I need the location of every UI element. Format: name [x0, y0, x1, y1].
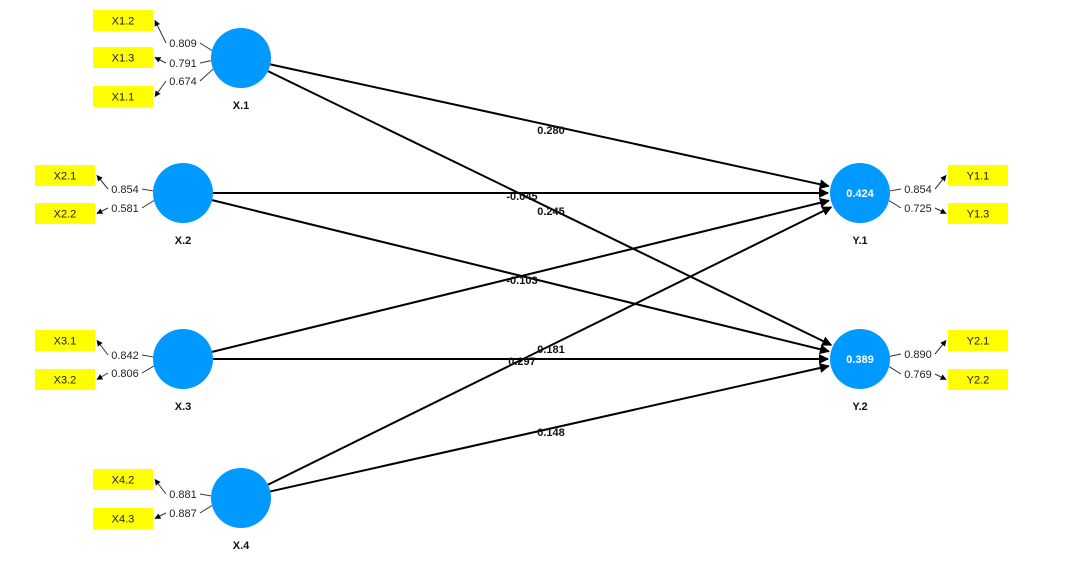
indicator-box	[93, 508, 153, 529]
loading-arrow	[96, 340, 109, 356]
outer-loading: 0.581	[111, 203, 139, 215]
indicator-box	[35, 369, 95, 390]
indicator-label: X2.1	[54, 170, 77, 182]
indicator-box	[948, 165, 1008, 186]
outer-loading: 0.769	[904, 369, 932, 381]
loading-line	[141, 365, 155, 374]
indicator-box	[93, 86, 153, 107]
construct-label: Y.1	[852, 235, 867, 247]
loading-line	[199, 42, 213, 51]
construct-label: X.3	[175, 401, 192, 413]
loading-line	[199, 505, 213, 514]
construct-label: X.1	[233, 100, 250, 112]
r-squared-value: 0.389	[846, 354, 874, 366]
outer-loading: 0.890	[904, 349, 932, 361]
loading-arrow	[934, 340, 947, 355]
indicator-box	[948, 330, 1008, 351]
indicator-label: X1.1	[112, 91, 135, 103]
construct-x1[interactable]	[211, 28, 271, 88]
outer-loading: 0.674	[169, 76, 197, 88]
outer-loading: 0.881	[169, 489, 197, 501]
construct-y2[interactable]	[830, 329, 890, 389]
path-coefficient-x2-y2: -0.103	[506, 275, 537, 287]
loading-arrow	[154, 57, 167, 64]
outer-loading: 0.854	[904, 184, 932, 196]
loading-arrow	[934, 373, 947, 380]
loading-line	[888, 200, 902, 209]
loading-arrow	[154, 512, 167, 519]
indicator-label: X1.2	[112, 15, 135, 27]
indicator-label: X4.3	[112, 513, 135, 525]
path-x4-y2	[270, 363, 830, 493]
loading-arrow	[154, 80, 167, 97]
indicator-box	[35, 203, 95, 224]
construct-label: X.4	[233, 540, 250, 552]
indicator-box	[35, 330, 95, 351]
outer-loading: 0.791	[169, 58, 197, 70]
loading-line	[888, 366, 902, 375]
path-x1-y2	[267, 70, 833, 346]
indicator-label: X3.2	[54, 374, 77, 386]
indicator-label: X2.2	[54, 208, 77, 220]
loading-arrow	[154, 19, 167, 44]
outer-loading: 0.854	[111, 184, 139, 196]
indicator-box	[35, 165, 95, 186]
indicator-label: Y1.3	[967, 208, 990, 220]
path-x1-y1	[270, 63, 830, 190]
indicator-label: X1.3	[112, 52, 135, 64]
indicator-box	[948, 203, 1008, 224]
loading-arrow	[96, 207, 109, 214]
indicator-label: X4.2	[112, 474, 135, 486]
loading-line	[889, 188, 902, 192]
loading-arrow	[96, 372, 109, 380]
loading-line	[199, 68, 214, 82]
outer-loading: 0.887	[169, 508, 197, 520]
indicator-box	[93, 469, 153, 490]
loading-arrow	[96, 175, 109, 190]
r-squared-value: 0.424	[846, 188, 874, 200]
indicator-label: Y2.1	[967, 335, 990, 347]
loading-arrow	[154, 479, 167, 495]
indicator-label: Y1.1	[967, 170, 990, 182]
path-coefficient-x3-y2: 0.297	[508, 356, 536, 368]
outer-loading: 0.806	[111, 368, 139, 380]
path-coefficient-x2-y1: -0.045	[506, 191, 537, 203]
loading-line	[199, 493, 212, 497]
path-x3-y1	[211, 197, 830, 353]
indicator-label: Y2.2	[967, 374, 990, 386]
loading-line	[141, 200, 155, 209]
loading-line	[141, 188, 154, 192]
construct-x4[interactable]	[211, 468, 271, 528]
loading-line	[141, 354, 154, 358]
path-coefficient-x3-y1: 0.181	[537, 344, 565, 356]
loading-arrow	[934, 207, 947, 214]
construct-x3[interactable]	[153, 329, 213, 389]
path-x4-y1	[267, 206, 833, 486]
path-coefficient-x1-y1: 0.280	[537, 125, 565, 137]
outer-loading: 0.725	[904, 203, 932, 215]
indicator-box	[948, 369, 1008, 390]
construct-y1[interactable]	[830, 163, 890, 223]
indicator-box	[93, 47, 153, 68]
path-coefficient-x1-y2: 0.245	[537, 206, 565, 218]
construct-x2[interactable]	[153, 163, 213, 223]
loading-line	[199, 60, 212, 64]
loading-line	[889, 353, 902, 357]
outer-loading: 0.842	[111, 350, 139, 362]
construct-label: Y.2	[852, 401, 867, 413]
indicator-label: X3.1	[54, 335, 77, 347]
construct-label: X.2	[175, 235, 192, 247]
loading-arrow	[934, 175, 947, 190]
indicator-box	[93, 10, 153, 31]
path-coefficient-x4-y2: 0.148	[537, 427, 565, 439]
structural-paths	[211, 63, 833, 493]
outer-loading: 0.809	[169, 38, 197, 50]
